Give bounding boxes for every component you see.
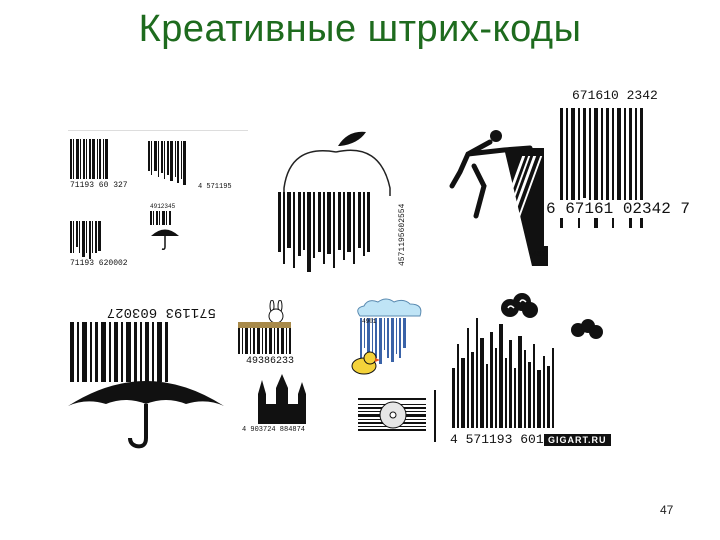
climber-barcode-digits: 451 [532,250,547,259]
small-umbrella-icon [151,229,179,250]
bunny-barcode-digits: 49386233 [246,356,295,367]
sea-barcode-digits: 4 571195 [198,183,232,191]
castle-barcode-digits: 4 903724 884874 [242,426,306,434]
cd-barcode [358,398,426,400]
cloud-icon [357,298,422,317]
city-skyline-barcode-panel: 4 571193 601450 GIGART.RU [448,292,616,452]
waterfall-barcode-digits: 71193 60 327 [70,181,128,190]
cd-barcode-panel [350,390,436,442]
waterfall-barcode [70,139,108,179]
castle-barcode-panel: 4 903724 884874 [240,374,326,438]
apple-barcode-digits: 4571195602554 [398,203,407,266]
barcode-collage: 71193 60 327 71193 620002 4 571195 [60,80,692,452]
curly-cloud-small-icon [571,319,603,339]
page-number: 47 [660,503,674,517]
bunny-barcode-panel: 49386233 [232,300,324,370]
apple-barcode-panel: 4571195602554 [270,126,420,276]
cd-disc-icon [379,401,407,429]
umbrella-icon [68,381,224,449]
bunny-barcode [238,322,291,354]
gigart-watermark: GIGART.RU [544,434,611,446]
apple-outline-icon [283,131,391,196]
castle-icon [258,374,306,424]
small-city-barcode-digits: 71193 620002 [70,259,128,268]
duck-icon [351,351,380,375]
dripping-barcode-bottom-digits: 6 67161 02342 7 [546,200,691,218]
small-barcodes-panel: 71193 60 327 71193 620002 4 571195 [68,130,248,281]
dripping-barcode-panel: 671610 2342 6 67161 02342 7 [544,82,692,246]
climber-barcode-panel: 451 [444,126,548,266]
small-umbrella-barcode [150,211,171,225]
small-umbrella-barcode-digits: 4912345 [150,203,176,210]
small-city-barcode [70,221,101,259]
apple-barcode [278,192,370,272]
umbrella-barcode-digits: 571193 603027 [106,304,216,320]
city-skyline-barcode [452,318,554,428]
curly-cloud-icon [501,293,538,318]
umbrella-barcode-panel: 571193 603027 [64,292,228,452]
rain-barcode-panel: 4901 [350,298,430,378]
city-skyline-barcode-digits: 4 571193 601450 [450,432,568,447]
slide-title: Креативные штрих-коды [138,8,582,50]
dripping-barcode [560,108,643,228]
rain-barcode-digits: 4901 [362,318,377,325]
dripping-barcode-top-digits: 671610 2342 [572,88,658,103]
sea-barcode [148,141,186,185]
rain-barcode [360,318,406,364]
bunny-icon [268,300,284,324]
umbrella-barcode [70,322,168,382]
